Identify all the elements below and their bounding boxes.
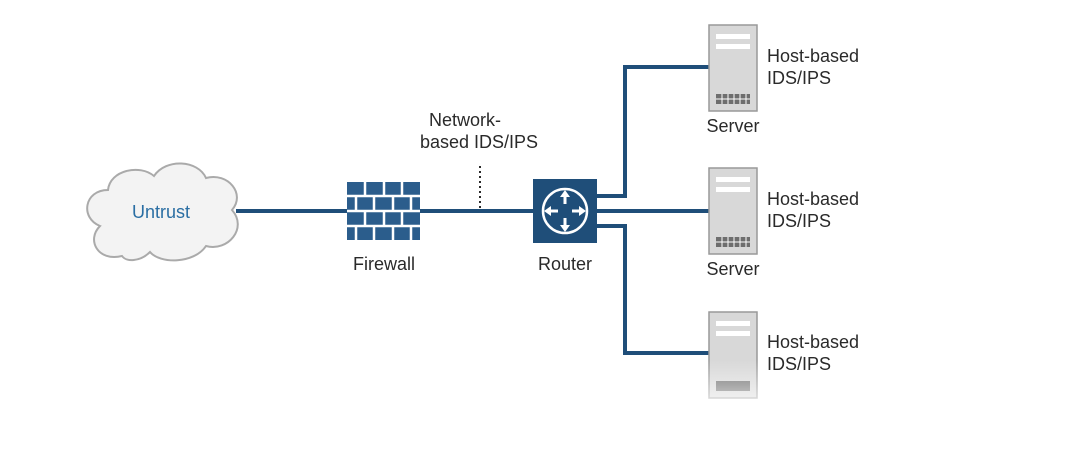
server-tower-icon (700, 311, 766, 450)
server-2-ids-line2: IDS/IPS (767, 211, 831, 231)
link-router-server-1 (597, 65, 709, 198)
server-1-label: Server (706, 116, 759, 136)
router-icon (533, 179, 597, 243)
cloud-icon (86, 162, 239, 262)
server-3-ids-line1: Host-based (767, 332, 859, 352)
server-3-ids-line2: IDS/IPS (767, 354, 831, 374)
link-router-server-3 (597, 224, 709, 355)
server-2-label: Server (706, 259, 759, 279)
server-2-ids-line1: Host-based (767, 189, 859, 209)
server-1-ids-line2: IDS/IPS (767, 68, 831, 88)
network-ids-label-line1: Network- (429, 110, 501, 130)
firewall-label: Firewall (353, 254, 415, 274)
server-tower-icon (708, 167, 758, 255)
router-label: Router (538, 254, 592, 274)
cloud-label: Untrust (132, 202, 190, 222)
server-tower-icon (708, 24, 758, 112)
brick-wall-icon (347, 182, 420, 240)
links (236, 65, 709, 355)
network-ids-label-line2: based IDS/IPS (420, 132, 538, 152)
server-1-ids-line1: Host-based (767, 46, 859, 66)
